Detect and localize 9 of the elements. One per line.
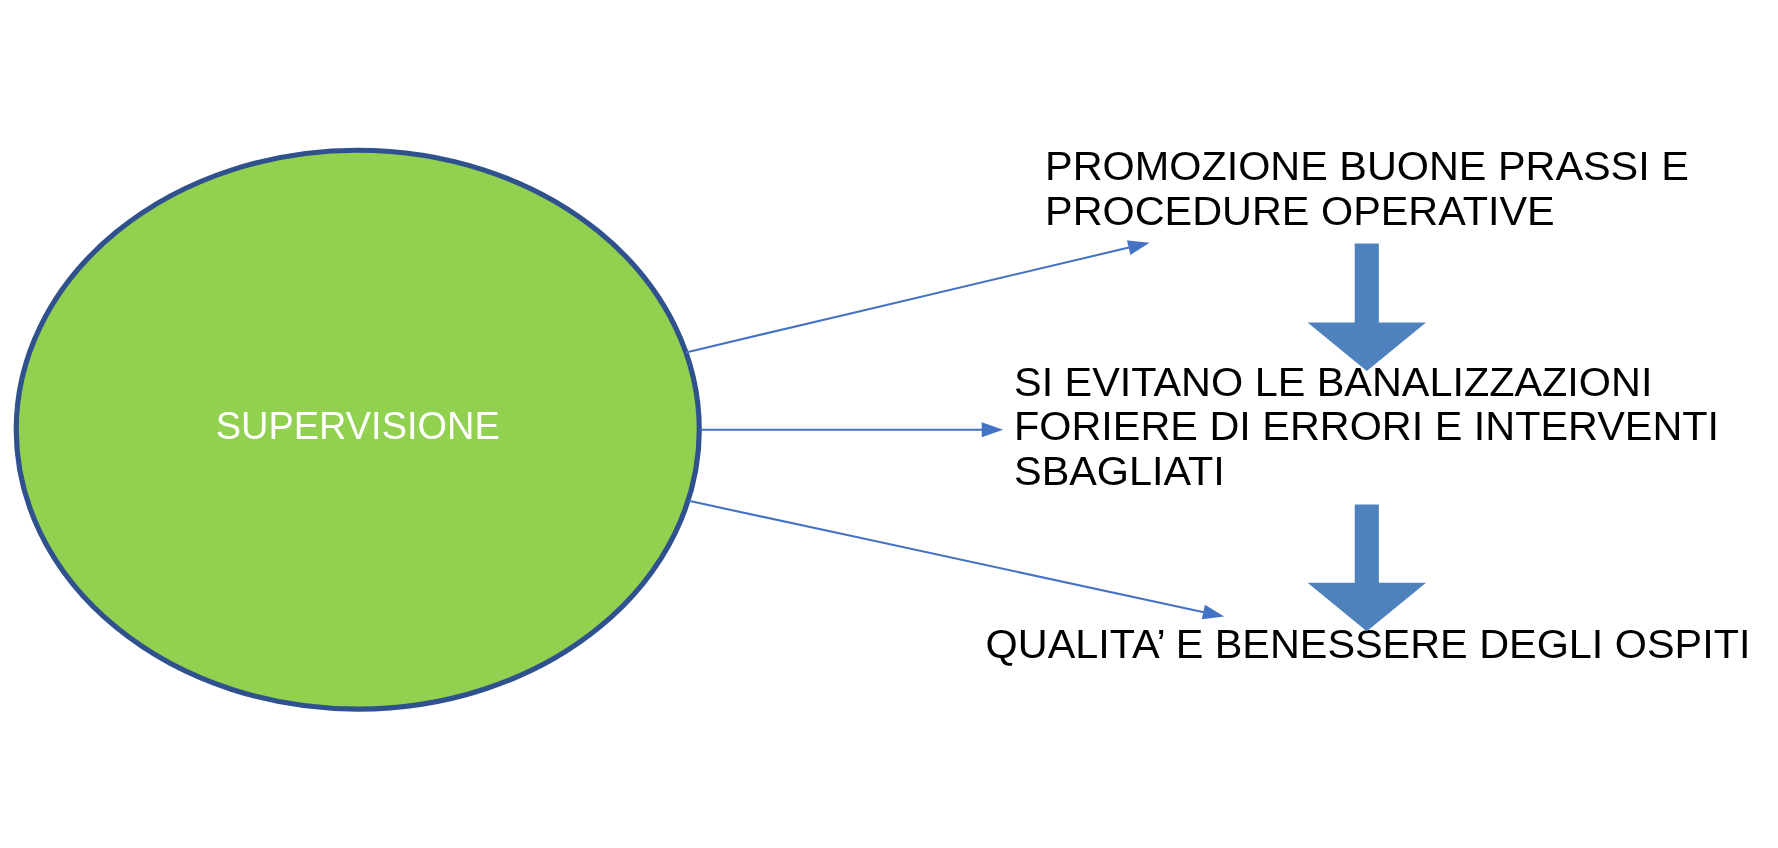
arrow xyxy=(1307,242,1426,371)
arrow xyxy=(688,499,1225,619)
node-ellipse: SUPERVISIONE xyxy=(13,147,702,712)
arrow xyxy=(685,239,1150,353)
arrow xyxy=(1307,504,1427,631)
arrow xyxy=(699,421,1004,437)
node-text: SI EVITANO LE BANALIZZAZIONI FORIERE DI ERRORI E INTERVENTI SBAGLIATI xyxy=(1014,358,1720,494)
node-text: QUALITA’ E BENESSERE DEGLI OSPITI xyxy=(985,620,1751,667)
node-text: PROMOZIONE BUONE PRASSI E PROCEDURE OPERATIVE xyxy=(1045,142,1689,234)
